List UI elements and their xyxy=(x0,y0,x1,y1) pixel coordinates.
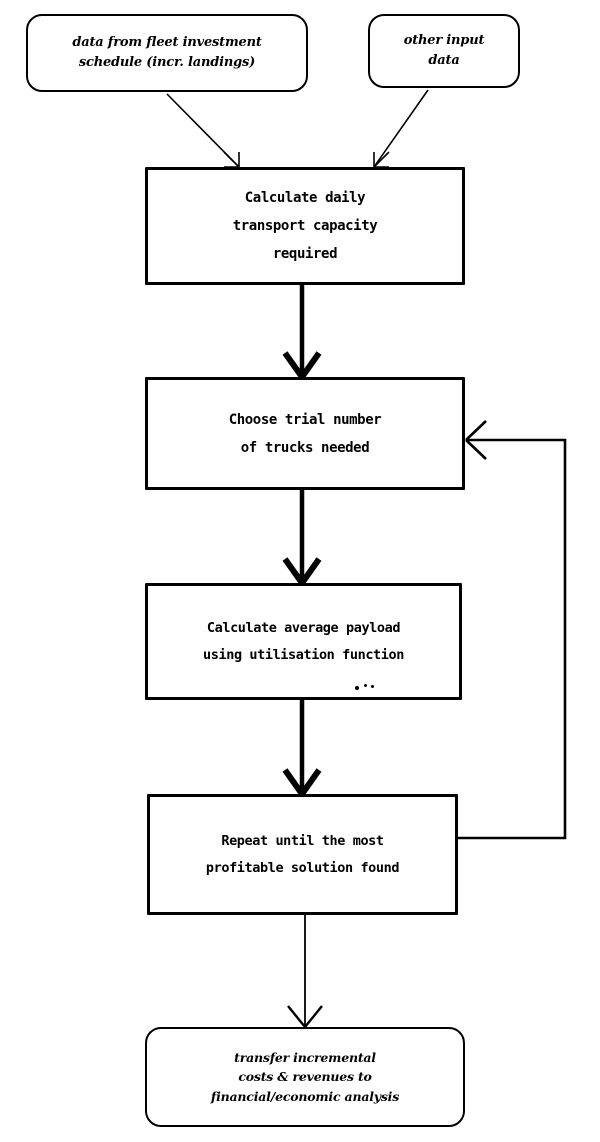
node-input-other-data[interactable]: other input data xyxy=(368,14,520,88)
node-step2-choose-trial-number-of-trucks[interactable]: Choose trial number of trucks needed xyxy=(145,377,465,490)
scan-speck xyxy=(364,684,367,687)
node-text-line: financial/economic analysis xyxy=(210,1088,400,1104)
edge-step4-to-output xyxy=(287,915,323,1029)
scan-speck xyxy=(355,686,359,690)
edge-other-to-step1 xyxy=(373,89,429,168)
node-text-line: profitable solution found xyxy=(205,859,400,876)
edge-step2-to-step3 xyxy=(282,490,322,589)
node-text-line: data from fleet investment xyxy=(72,34,262,50)
node-text-line: of trucks needed xyxy=(240,439,370,456)
node-text-line: transfer incremental xyxy=(234,1049,376,1065)
scan-speck xyxy=(371,685,374,688)
edge-step3-to-step4 xyxy=(282,700,322,800)
node-step4-repeat-until-most-profitable[interactable]: Repeat until the most profitable solutio… xyxy=(147,794,458,915)
node-text-line: Repeat until the most xyxy=(221,832,384,849)
node-text-line: schedule (incr. landings) xyxy=(78,55,256,70)
node-input-fleet-investment[interactable]: data from fleet investment schedule (inc… xyxy=(26,14,308,92)
node-text-line: Choose trial number xyxy=(228,411,382,428)
node-text-line: Calculate average payload xyxy=(206,619,401,636)
node-step1-calculate-daily-capacity[interactable]: Calculate daily transport capacity requi… xyxy=(145,167,465,285)
edge-fleet-to-step1 xyxy=(166,93,240,168)
edge-step1-to-step2 xyxy=(282,285,322,383)
node-text-line: other input xyxy=(403,32,485,48)
node-text-line: costs & revenues to xyxy=(238,1069,372,1085)
node-text-line: transport capacity xyxy=(232,218,378,234)
node-text-line: data xyxy=(428,53,460,68)
node-step3-calculate-average-payload[interactable]: Calculate average payload using utilisat… xyxy=(145,583,462,700)
edge-step4-to-step2-feedback xyxy=(458,420,567,840)
node-text-line: required xyxy=(272,246,338,262)
node-output-transfer-to-analysis[interactable]: transfer incremental costs & revenues to… xyxy=(145,1027,465,1127)
node-text-line: Calculate daily xyxy=(244,190,366,206)
node-text-line: using utilisation function xyxy=(203,646,404,663)
